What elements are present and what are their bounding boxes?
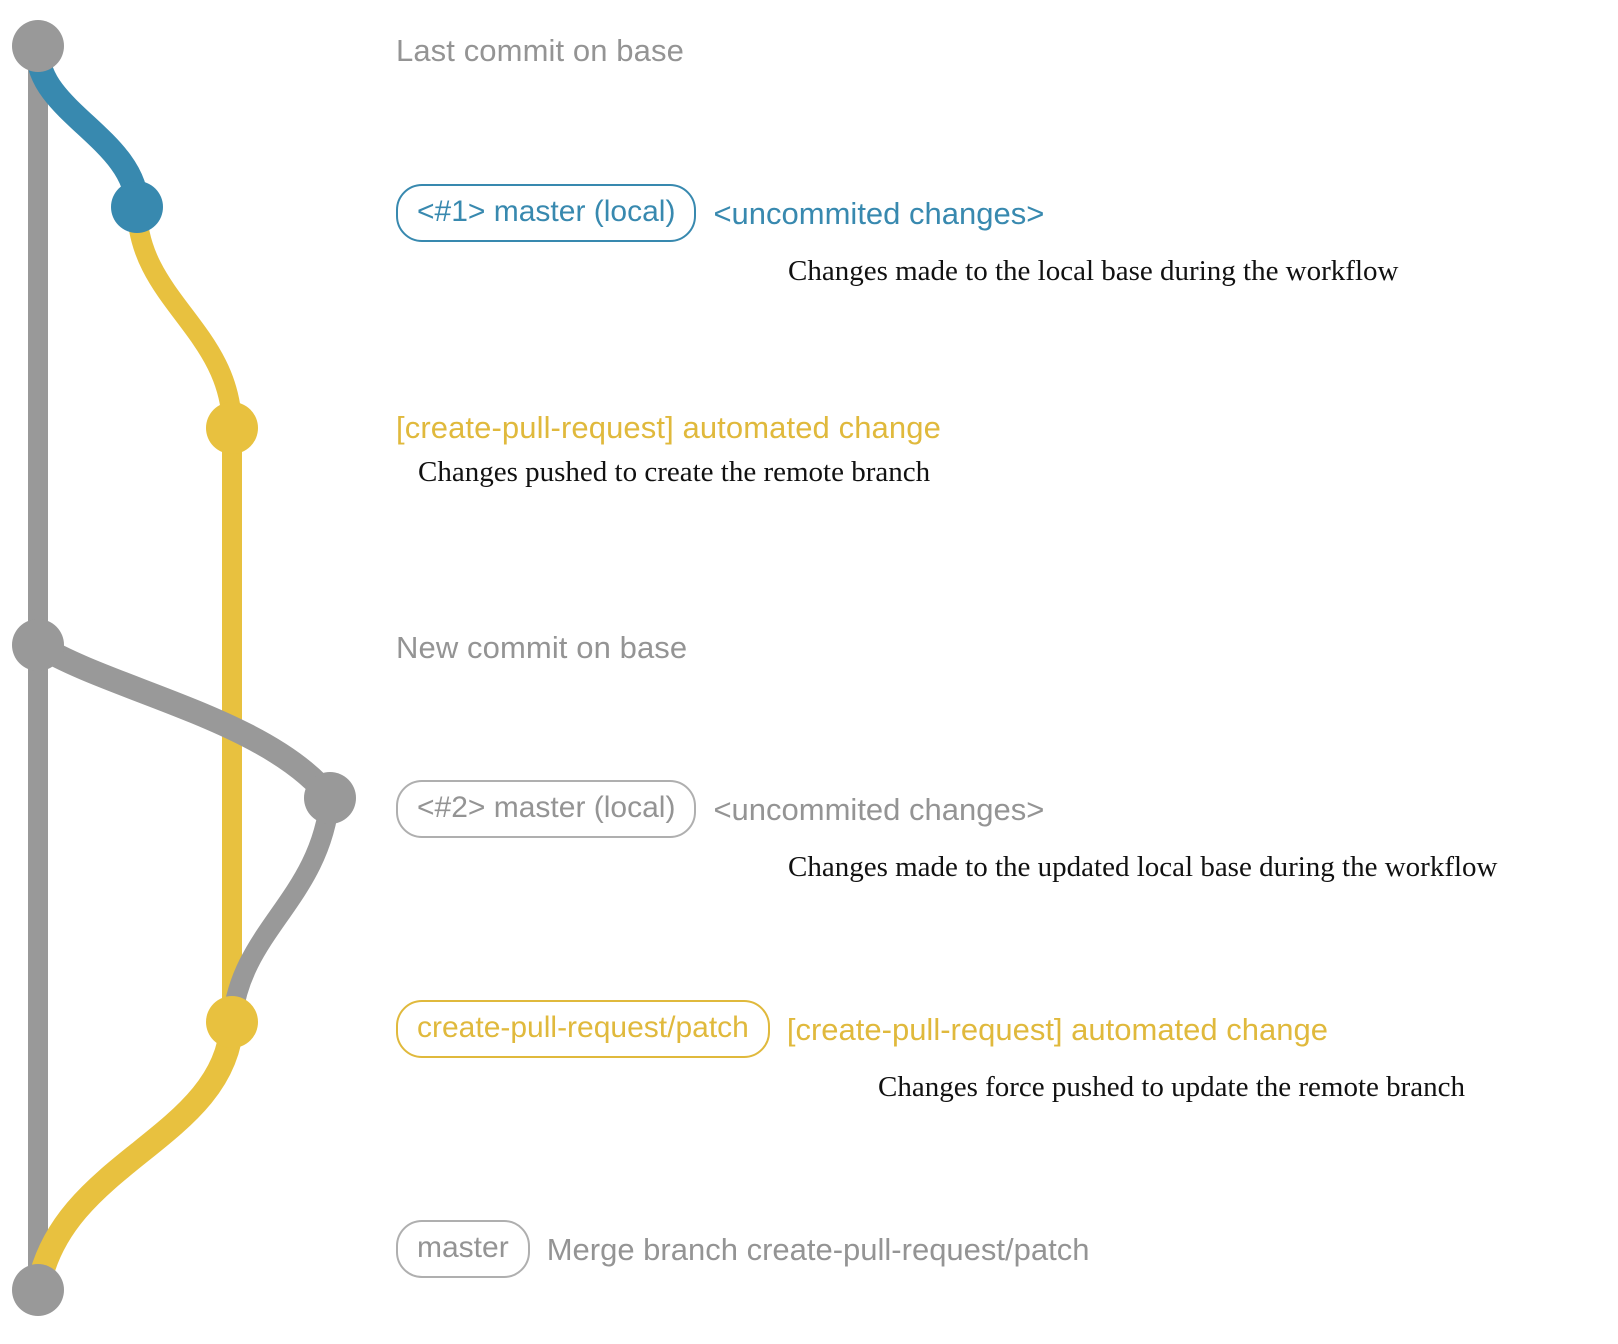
commit-subject: <uncommited changes>	[713, 195, 1045, 231]
headline: [create-pull-request] automated change	[396, 412, 941, 443]
annotation-last-commit-on-base: Last commit on base	[396, 35, 684, 66]
commit-subject: [create-pull-request] automated change	[396, 410, 941, 445]
commit-description: Changes made to the local base during th…	[788, 255, 1399, 287]
headline: New commit on base	[396, 632, 687, 663]
headline: Last commit on base	[396, 35, 684, 66]
headline: create-pull-request/patch [create-pull-r…	[396, 1000, 1465, 1058]
branch-badge-master-local-1[interactable]: <#1> master (local)	[396, 184, 697, 242]
annotation-automated-change-2: create-pull-request/patch [create-pull-r…	[396, 1000, 1465, 1102]
commit-subject: Last commit on base	[396, 33, 684, 68]
commit-subject: [create-pull-request] automated change	[786, 1011, 1328, 1047]
node-master-local-2[interactable]	[304, 772, 356, 824]
headline: <#1> master (local) <uncommited changes>	[396, 184, 1398, 242]
edge-base-new-to-local-2	[26, 633, 342, 810]
edge-local-2-to-patch-2	[222, 788, 340, 1032]
annotation-automated-change-1: [create-pull-request] automated change C…	[396, 412, 941, 487]
commit-description: Changes made to the updated local base d…	[788, 851, 1498, 883]
headline: master Merge branch create-pull-request/…	[396, 1220, 1089, 1278]
headline: <#2> master (local) <uncommited changes>	[396, 780, 1498, 838]
node-master-merge[interactable]	[12, 1264, 64, 1316]
commit-subject: Merge branch create-pull-request/patch	[546, 1231, 1090, 1267]
annotation-master-merge: master Merge branch create-pull-request/…	[396, 1220, 1089, 1278]
node-base-new-commit[interactable]	[12, 619, 64, 671]
node-base-head[interactable]	[12, 20, 64, 72]
branch-badge-create-pull-request-patch[interactable]: create-pull-request/patch	[396, 1000, 770, 1058]
edge-local-1-to-patch-1	[127, 197, 242, 438]
annotation-master-local-2: <#2> master (local) <uncommited changes>…	[396, 780, 1498, 882]
annotation-new-commit-on-base: New commit on base	[396, 632, 687, 663]
branch-badge-master-local-2[interactable]: <#2> master (local)	[396, 780, 697, 838]
node-automated-change-2[interactable]	[206, 996, 258, 1048]
branch-badge-master[interactable]: master	[396, 1220, 530, 1278]
annotation-master-local-1: <#1> master (local) <uncommited changes>…	[396, 184, 1398, 286]
git-graph	[12, 20, 356, 1316]
node-automated-change-1[interactable]	[206, 402, 258, 454]
commit-subject: <uncommited changes>	[713, 791, 1045, 827]
edge-patch-2-to-master	[26, 1010, 244, 1302]
node-master-local-1[interactable]	[111, 181, 163, 233]
commit-description: Changes pushed to create the remote bran…	[418, 456, 931, 488]
commit-subject: New commit on base	[396, 630, 688, 665]
commit-description: Changes force pushed to update the remot…	[878, 1071, 1466, 1103]
